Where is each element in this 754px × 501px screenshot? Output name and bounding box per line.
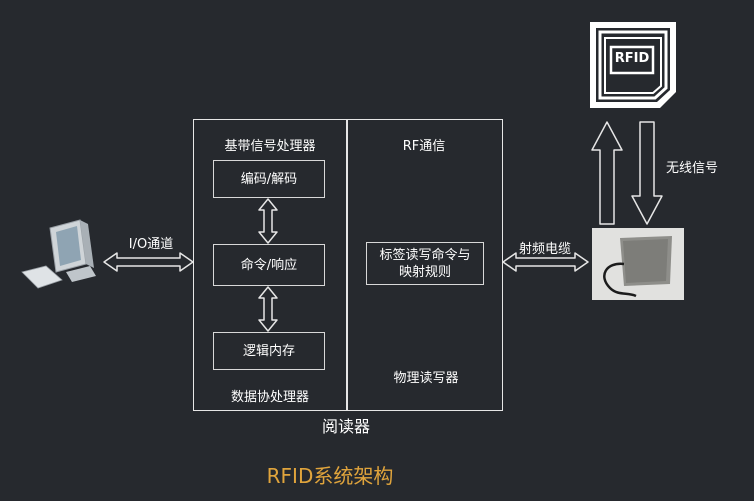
logic-memory-box: 逻辑内存 [213,332,325,370]
io-channel-label: I/O通道 [128,237,174,252]
rfid-tag-label: RFID [614,51,650,66]
rf-communication-title: RF通信 [402,139,446,154]
rf-cable-label: 射频电缆 [518,242,571,257]
reader-box [193,119,503,411]
computer-icon [21,219,96,289]
physical-reader-label: 物理读写器 [393,371,459,386]
reader-column-divider [346,119,348,411]
command-response-box: 命令/响应 [213,244,325,286]
data-coprocessor-label: 数据协处理器 [230,390,309,405]
codec-box: 编码/解码 [213,160,325,198]
baseband-processor-title: 基带信号处理器 [224,139,316,154]
tag-command-mapping-box: 标签读写命令与 映射规则 [366,242,484,285]
diagram-caption: RFID系统架构 [266,464,394,488]
wireless-down-arrow [631,121,663,225]
command-memory-double-arrow [258,286,278,332]
reader-label: 阅读器 [321,417,370,436]
rfid-tag-icon [590,22,676,108]
codec-command-double-arrow [258,198,278,244]
antenna-device-icon [592,228,684,300]
wireless-signal-label: 无线信号 [666,161,719,176]
wireless-up-arrow [591,121,623,225]
io-double-arrow [103,252,194,272]
rf-cable-double-arrow [502,252,589,272]
